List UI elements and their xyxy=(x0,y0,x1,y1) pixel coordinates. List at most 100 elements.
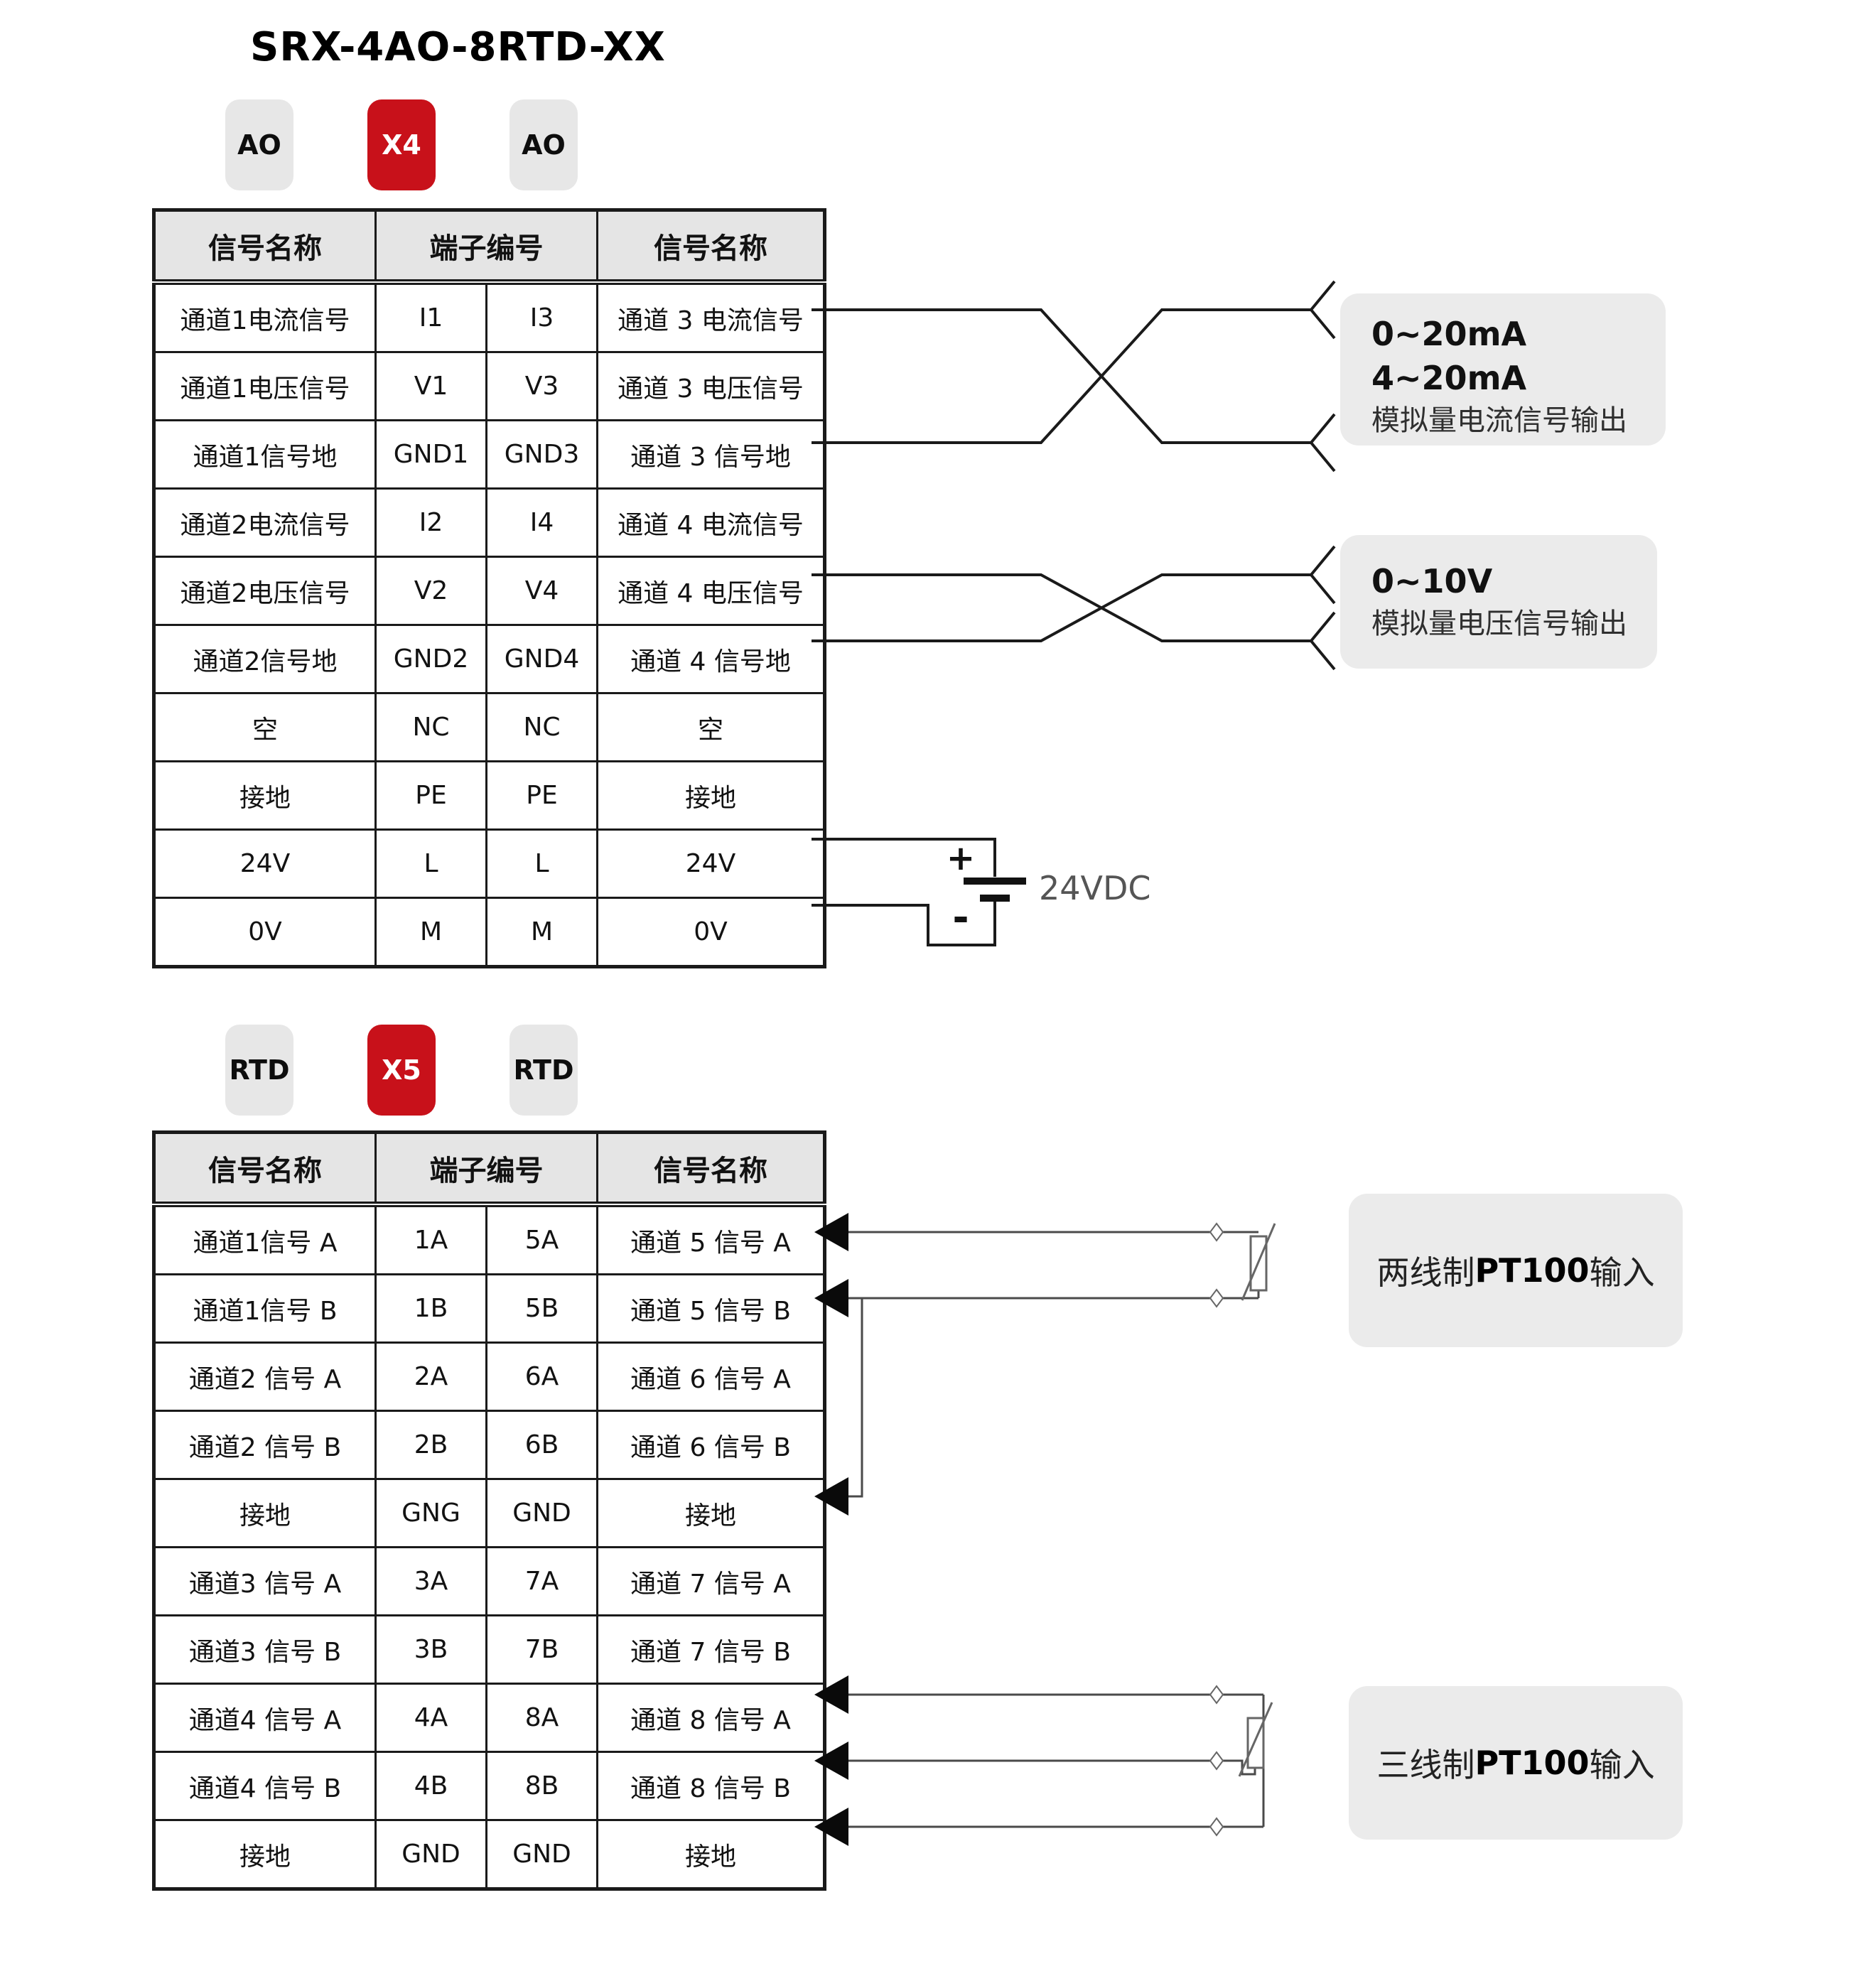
table-cell: PE xyxy=(485,760,598,831)
cable-end-chevron-icon xyxy=(1309,611,1336,671)
note-line: 0~10V xyxy=(1371,562,1493,600)
table-cell: PE xyxy=(374,760,487,831)
table-cell: 通道4 信号 A xyxy=(153,1683,377,1753)
table-cell: 通道2电流信号 xyxy=(153,487,377,558)
table-cell: V2 xyxy=(374,556,487,626)
table-cell: 通道2电压信号 xyxy=(153,556,377,626)
table-cell: 通道 5 信号 A xyxy=(596,1203,826,1275)
table-cell: 24V xyxy=(153,828,377,899)
table-cell: 通道2信号地 xyxy=(153,624,377,694)
table-cell: V1 xyxy=(374,351,487,421)
battery-minus-sign: - xyxy=(952,895,969,941)
table-cell: 通道1信号 A xyxy=(153,1203,377,1275)
table-cell: 通道 5 信号 B xyxy=(596,1273,826,1344)
junction-diamond-icon xyxy=(1209,1751,1224,1771)
table-cell: 接地 xyxy=(596,1819,826,1890)
note-text: 输入 xyxy=(1589,1253,1655,1292)
table-cell: I4 xyxy=(485,487,598,558)
note-current-output: 0~20mA 4~20mA 模拟量电流信号输出 xyxy=(1340,293,1666,446)
table-cell: 通道1电压信号 xyxy=(153,351,377,421)
table-cell: 通道 3 电压信号 xyxy=(596,351,826,421)
note-line: 0~20mA xyxy=(1371,315,1527,353)
table-cell: GNG xyxy=(374,1478,487,1548)
table-cell: GND1 xyxy=(374,419,487,490)
table-cell: 空 xyxy=(153,692,377,762)
table-cell: 4A xyxy=(374,1683,487,1753)
table-cell: 通道 8 信号 A xyxy=(596,1683,826,1753)
table-cell: 通道3 信号 B xyxy=(153,1614,377,1685)
junction-diamond-icon xyxy=(1209,1685,1224,1705)
table-cell: 通道 8 信号 B xyxy=(596,1751,826,1821)
table-cell: 通道2 信号 B xyxy=(153,1410,377,1480)
table-cell: 通道 7 信号 A xyxy=(596,1546,826,1616)
table-cell: 通道 7 信号 B xyxy=(596,1614,826,1685)
badge-connector-x4: X4 xyxy=(367,99,436,190)
note-text-bold: PT100 xyxy=(1475,1251,1590,1290)
table-cell: 通道 4 信号地 xyxy=(596,624,826,694)
table-cell: 4B xyxy=(374,1751,487,1821)
junction-diamond-icon xyxy=(1209,1222,1224,1242)
table-cell: 接地 xyxy=(596,760,826,831)
junction-diamond-icon xyxy=(1209,1288,1224,1308)
table-cell: GND4 xyxy=(485,624,598,694)
table-cell: 7B xyxy=(485,1614,598,1685)
table-cell: 6B xyxy=(485,1410,598,1480)
ao-current-twisted-pair xyxy=(812,280,1336,473)
battery-plus-sign: + xyxy=(947,838,975,878)
battery-voltage-label: 24VDC xyxy=(1039,869,1151,907)
table-cell: 通道 4 电流信号 xyxy=(596,487,826,558)
table-cell: 通道 3 电流信号 xyxy=(596,281,826,353)
table-cell: 3B xyxy=(374,1614,487,1685)
note-voltage-output: 0~10V 模拟量电压信号输出 xyxy=(1340,535,1657,669)
column-header-terminal: 端子编号 xyxy=(374,209,598,285)
table-cell: V4 xyxy=(485,556,598,626)
table-cell: 0V xyxy=(153,897,377,968)
table-cell: 1B xyxy=(374,1273,487,1344)
table-cell: 通道4 信号 B xyxy=(153,1751,377,1821)
table-header-row: 信号名称 端子编号 信号名称 xyxy=(153,209,826,285)
column-header-signal-left: 信号名称 xyxy=(153,1131,377,1207)
table-cell: 通道1信号地 xyxy=(153,419,377,490)
table-cell: I2 xyxy=(374,487,487,558)
table-cell: 8B xyxy=(485,1751,598,1821)
column-header-signal-right: 信号名称 xyxy=(596,209,826,285)
table-cell: 8A xyxy=(485,1683,598,1753)
column-header-signal-right: 信号名称 xyxy=(596,1131,826,1207)
table-cell: 5A xyxy=(485,1203,598,1275)
table-cell: 通道1电流信号 xyxy=(153,281,377,353)
table-cell: GND xyxy=(485,1819,598,1890)
table-cell: 空 xyxy=(596,692,826,762)
ao-voltage-twisted-pair xyxy=(812,545,1336,671)
cable-end-chevron-icon xyxy=(1309,545,1336,605)
table-cell: 接地 xyxy=(153,760,377,831)
note-line: 4~20mA xyxy=(1371,359,1527,397)
table-cell: GND xyxy=(374,1819,487,1890)
table-cell: 2A xyxy=(374,1341,487,1412)
note-line: 模拟量电流信号输出 xyxy=(1371,404,1627,437)
table-cell: L xyxy=(485,828,598,899)
note-text: 三线制 xyxy=(1376,1746,1475,1784)
pt100-3wire-wiring xyxy=(814,1675,1273,1846)
junction-diamond-icon xyxy=(1209,1817,1224,1837)
table-header-row: 信号名称 端子编号 信号名称 xyxy=(153,1131,826,1207)
pt100-sensor-icon xyxy=(1249,1235,1268,1292)
badge-rtd-left: RTD xyxy=(225,1025,293,1116)
note-text: 两线制 xyxy=(1376,1253,1475,1292)
